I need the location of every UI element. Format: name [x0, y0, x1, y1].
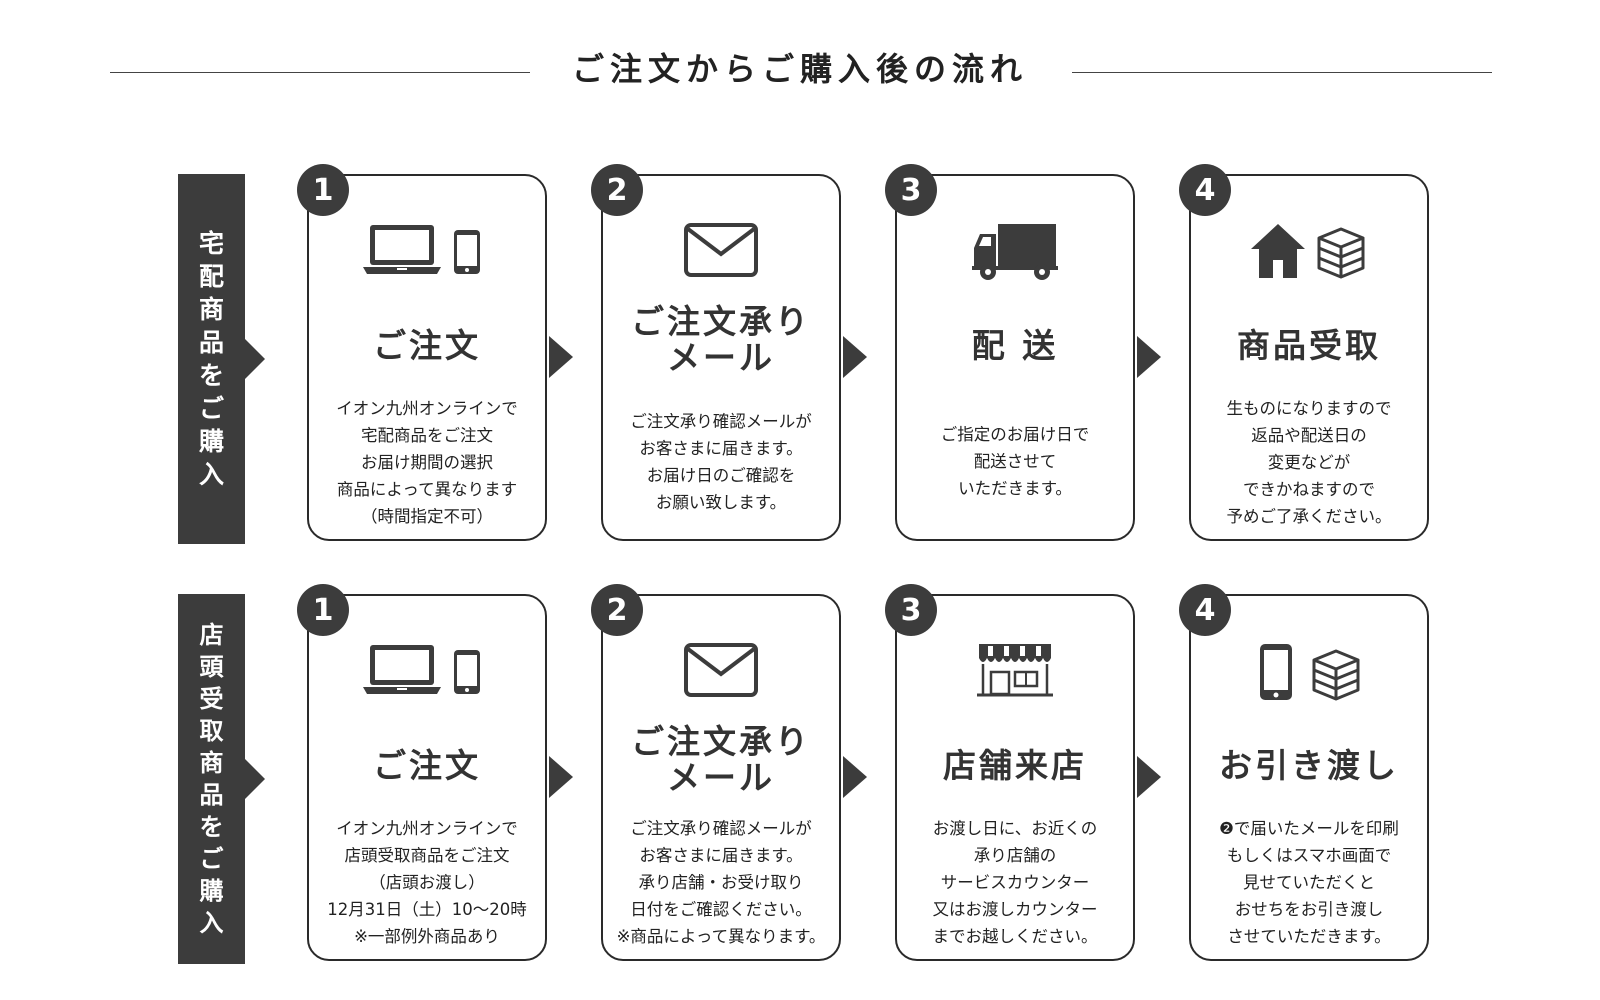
laptop-and-smartphone-icon: [309, 642, 545, 712]
step-description: ご指定のお届け日で配送させていただきます。: [940, 425, 1090, 498]
flow-arrow: [549, 336, 573, 378]
step-number-badge: 1: [297, 584, 349, 636]
flow-arrow: [843, 756, 867, 798]
step-card: 3 配 送ご指定のお届け日で配送させていただきます。: [885, 164, 1135, 541]
step-number-badge: 4: [1179, 164, 1231, 216]
flow-arrow: [1137, 336, 1161, 378]
row-label-2: 店頭受取商品をご購入: [178, 594, 265, 964]
smartphone-and-box-icon: [1191, 642, 1427, 712]
step-description: 生ものになりますので返品や配送日の変更などができかねますので予めご了承ください。: [1226, 399, 1392, 526]
step-card: 4 お引き渡し ❷で届いたメールを印刷もしくはスマホ画面で見せていただくとおせちをお…: [1179, 584, 1429, 961]
step-title: ご注文: [373, 326, 481, 365]
step-number-badge: 2: [591, 584, 643, 636]
step-description: イオン九州オンラインで宅配商品をご注文お届け期間の選択商品によって異なります（時…: [336, 399, 518, 526]
storefront-icon: [897, 642, 1133, 712]
title-rule-left: [110, 72, 530, 73]
step-title: 商品受取: [1237, 326, 1381, 365]
step-card: 1 ご注文イオン九州オンラインで宅配商品をご注文お届け期間の選択商品によって異なり…: [297, 164, 547, 541]
step-description: お渡し日に、お近くの承り店舗のサービスカウンター又はお渡しカウンターまでお越しく…: [932, 819, 1098, 946]
step-title: ご注文: [373, 746, 481, 785]
step-card: 4 商品受取生ものになりますので返品や配送日の変更などができかねますので予めご了承…: [1179, 164, 1429, 541]
step-card: 2 ご注文承りメールご注文承り確認メールがお客さまに届きます。承り店舗・お受け取り…: [591, 584, 841, 961]
flow-arrow: [1137, 756, 1161, 798]
row-label-1: 宅配商品をご購入: [178, 174, 265, 544]
step-description: ❷で届いたメールを印刷もしくはスマホ画面で見せていただくとおせちをお引き渡しさせ…: [1219, 819, 1399, 946]
step-card: 1 ご注文イオン九州オンラインで店頭受取商品をご注文（店頭お渡し）12月31日（土…: [297, 584, 547, 961]
step-description: ご注文承り確認メールがお客さまに届きます。お届け日のご確認をお願い致します。: [630, 412, 812, 512]
step-number-badge: 2: [591, 164, 643, 216]
page-title: ご注文からご購入後の流れ: [571, 50, 1028, 88]
envelope-icon: [603, 642, 839, 712]
step-card: 3 店舗来店お渡し日に、お近くの承り店舗のサービスカウンター又はお渡しカウンターま…: [885, 584, 1135, 961]
step-title: ご注文承りメール: [631, 722, 811, 797]
house-and-box-icon: [1191, 222, 1427, 292]
step-card: 2 ご注文承りメールご注文承り確認メールがお客さまに届きます。お届け日のご確認をお…: [591, 164, 841, 541]
title-rule-right: [1072, 72, 1492, 73]
step-title: お引き渡し: [1219, 746, 1399, 785]
step-description: イオン九州オンラインで店頭受取商品をご注文（店頭お渡し）12月31日（土）10〜…: [327, 819, 527, 946]
laptop-and-smartphone-icon: [309, 222, 545, 292]
step-number-badge: 3: [885, 164, 937, 216]
step-number-badge: 4: [1179, 584, 1231, 636]
flow-arrow: [843, 336, 867, 378]
step-number-badge: 1: [297, 164, 349, 216]
row-label-text: 宅配商品をご購入: [198, 229, 224, 489]
envelope-icon: [603, 222, 839, 292]
delivery-truck-icon: [897, 222, 1133, 292]
flow-arrow: [549, 756, 573, 798]
step-number-badge: 3: [885, 584, 937, 636]
step-title: 店舗来店: [943, 746, 1087, 785]
step-description: ご注文承り確認メールがお客さまに届きます。承り店舗・お受け取り日付をご確認くださ…: [616, 819, 826, 946]
step-title: 配 送: [971, 326, 1059, 365]
step-title: ご注文承りメール: [631, 302, 811, 377]
row-label-text: 店頭受取商品をご購入: [199, 621, 224, 937]
